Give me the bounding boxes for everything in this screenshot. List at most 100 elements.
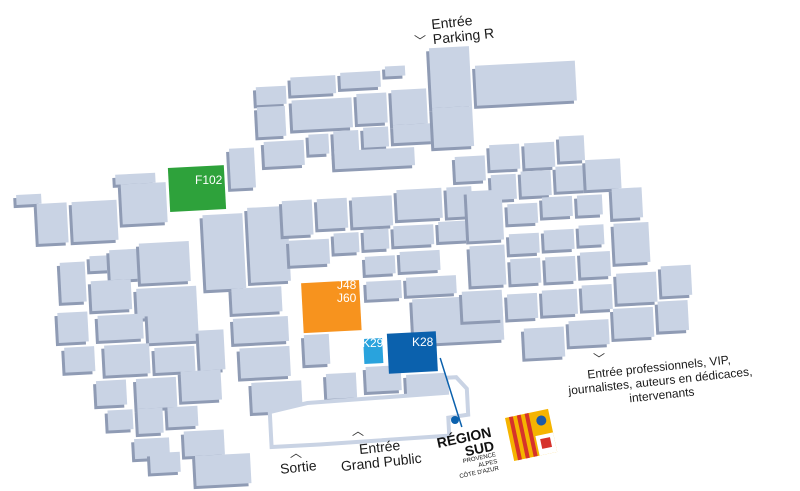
exhibition-block	[202, 213, 247, 291]
exhibition-block	[489, 143, 521, 171]
stand-label-J48: J48	[337, 278, 357, 292]
chevron-up-icon: ︿	[352, 424, 365, 438]
exhibition-block	[657, 300, 690, 332]
exhibition-block	[154, 345, 196, 373]
stand-label-J60: J60	[337, 291, 357, 305]
exhibition-block	[180, 369, 223, 402]
exhibition-block	[194, 453, 252, 486]
exhibition-block	[251, 380, 303, 413]
exhibition-block	[71, 199, 119, 243]
exhibition-block	[231, 286, 283, 314]
exhibition-block	[303, 333, 331, 366]
exhibition-block	[506, 292, 539, 320]
exhibition-block	[366, 279, 402, 300]
exhibition-block	[363, 126, 390, 148]
exhibition-block	[405, 275, 457, 296]
exhibition-block	[290, 75, 337, 96]
stand-label-F102: F102	[195, 173, 223, 187]
exhibition-block	[545, 255, 577, 283]
exhibition-block	[508, 232, 540, 255]
exhibition-block	[308, 133, 330, 155]
pointer-line	[439, 357, 463, 428]
entrance-parking-label: Entrée Parking R	[430, 11, 494, 47]
exhibition-block	[612, 306, 655, 339]
exhibition-block	[510, 257, 542, 285]
exhibition-block	[384, 65, 406, 77]
stand-K28[interactable]	[386, 331, 438, 374]
exhibition-block	[523, 326, 566, 359]
exhibition-block	[183, 429, 225, 457]
exhibition-block	[109, 248, 141, 281]
exhibition-block	[115, 172, 156, 185]
exhibition-block	[97, 313, 144, 341]
exhibition-block	[356, 92, 388, 125]
exhibition-block	[461, 289, 504, 322]
stand-H48-J48-J60[interactable]	[301, 280, 362, 334]
chevron-down-icon: ﹀	[414, 34, 427, 48]
exhibition-block	[543, 228, 575, 251]
exhibition-block	[334, 147, 416, 170]
exhibition-block	[256, 105, 287, 138]
exhibition-block	[138, 241, 191, 284]
exhibition-block	[149, 451, 181, 474]
exhibition-block	[428, 46, 473, 109]
exhibition-block	[255, 85, 287, 106]
exhibition-block	[239, 345, 291, 379]
exhibition-block	[247, 205, 291, 283]
exhibition-block	[316, 197, 349, 230]
exhibition-block	[198, 329, 226, 371]
exhibition-block	[454, 155, 486, 182]
exhibition-block	[578, 224, 605, 246]
exhibition-block	[576, 194, 603, 216]
exhibition-block	[136, 285, 198, 319]
chevron-up-icon: ︿	[290, 446, 303, 460]
exhibition-block	[579, 251, 612, 278]
exhibition-block	[167, 405, 199, 428]
exhibition-block	[507, 202, 539, 225]
exhibition-block	[232, 315, 290, 344]
exhibition-block	[333, 130, 360, 157]
exhibition-block	[36, 202, 69, 244]
exhibition-block	[392, 123, 434, 144]
exhibition-block	[281, 199, 314, 237]
exhibition-block	[555, 165, 587, 192]
exhibition-block	[391, 88, 428, 126]
exhibition-block	[107, 409, 134, 431]
chevron-down-icon: ﹀	[593, 352, 606, 366]
exhibition-block	[466, 189, 505, 242]
exhibition-block	[90, 279, 133, 312]
stand-label-K28: K28	[412, 335, 434, 349]
exhibition-block	[363, 228, 390, 250]
exhibition-block	[291, 97, 353, 131]
exhibition-block	[432, 106, 475, 149]
exhibition-block	[137, 407, 164, 434]
stand-K33-K29[interactable]	[363, 338, 384, 365]
stand-F102[interactable]	[167, 165, 227, 212]
exhibition-block	[89, 255, 111, 272]
exhibition-block	[263, 139, 305, 167]
stand-label-H48: H48	[333, 265, 356, 279]
exhibition-block	[541, 288, 579, 316]
exhibition-block	[406, 372, 448, 395]
exhibition-block	[325, 372, 358, 400]
exhibition-block	[660, 264, 693, 297]
exhibition-block	[399, 249, 441, 272]
exhibition-block	[16, 193, 42, 205]
stand-label-K29: K29	[362, 336, 384, 350]
exhibition-block	[616, 271, 658, 304]
exhibition-block	[333, 232, 360, 254]
region-sud-shield	[505, 408, 558, 462]
exhibition-block	[581, 283, 613, 311]
exhibition-block	[558, 135, 586, 162]
exhibition-block	[59, 261, 87, 303]
exhibition-block	[340, 70, 381, 89]
exhibition-block	[120, 182, 168, 225]
exhibition-block	[135, 376, 178, 409]
exhibition-block	[393, 224, 435, 247]
exhibition-block	[585, 158, 622, 191]
exhibition-block	[57, 311, 89, 343]
grand-public-hall-outline	[267, 375, 471, 450]
stand-label-K33: K33	[362, 323, 384, 337]
